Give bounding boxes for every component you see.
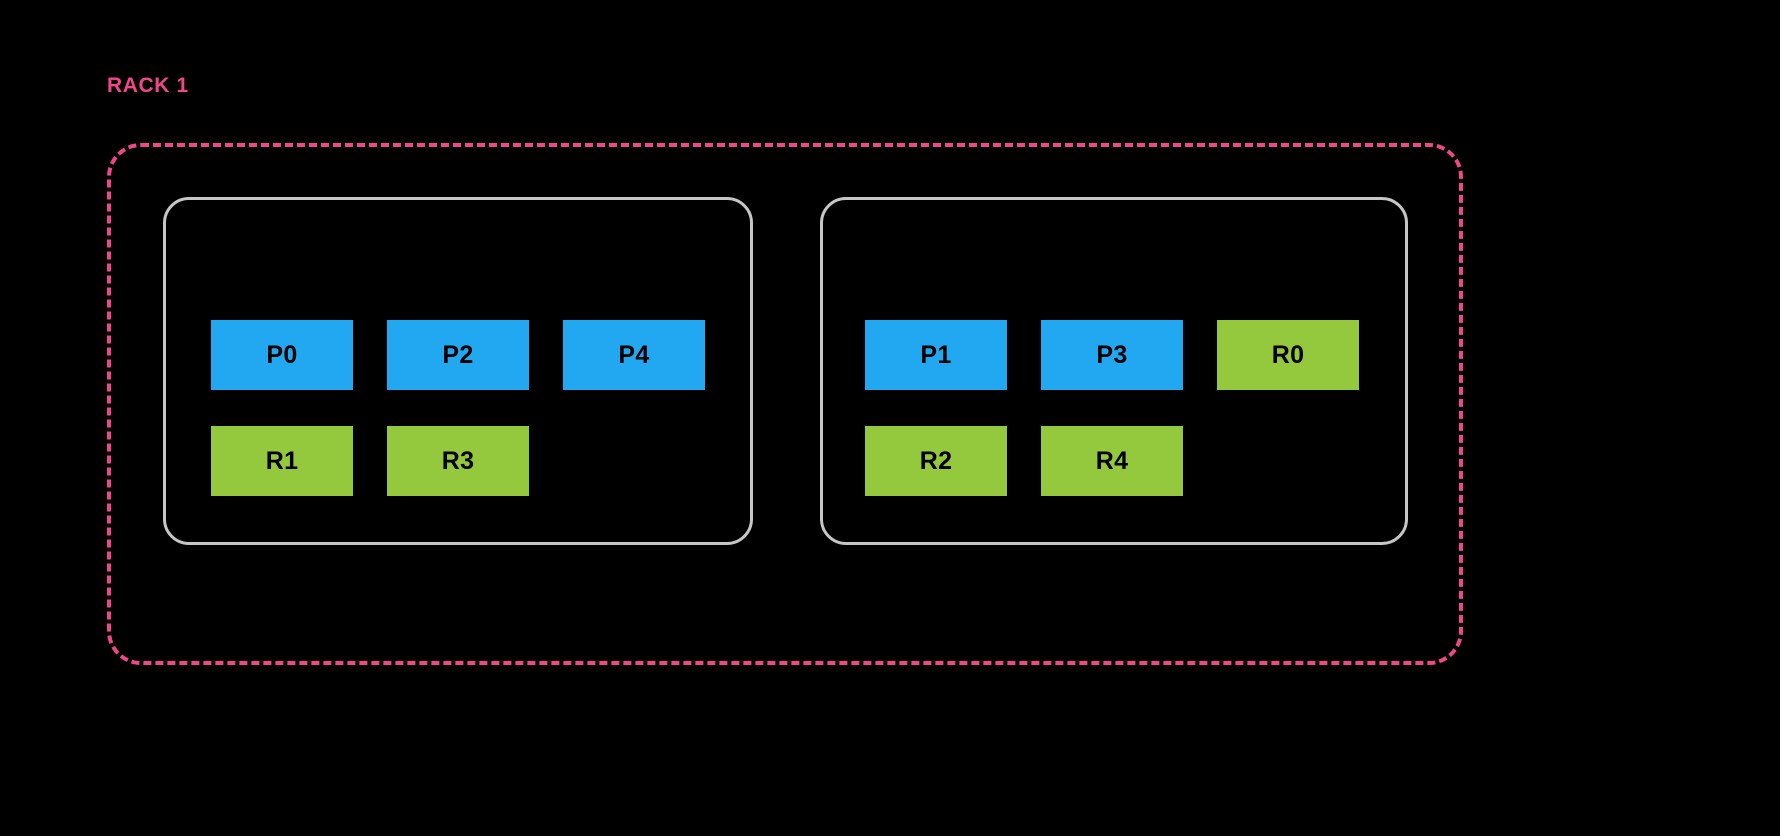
shard-tile-p4[interactable]: P4 (563, 320, 705, 390)
shard-tile-r3[interactable]: R3 (387, 426, 529, 496)
shard-tile-r2[interactable]: R2 (865, 426, 1007, 496)
rack-boundary (107, 143, 1463, 665)
shard-tile-p3[interactable]: P3 (1041, 320, 1183, 390)
shard-tile-r4[interactable]: R4 (1041, 426, 1183, 496)
shard-tile-r0[interactable]: R0 (1217, 320, 1359, 390)
shard-tile-p2[interactable]: P2 (387, 320, 529, 390)
rack-label: RACK 1 (107, 74, 189, 97)
shard-tile-p0[interactable]: P0 (211, 320, 353, 390)
shard-tile-p1[interactable]: P1 (865, 320, 1007, 390)
shard-tile-r1[interactable]: R1 (211, 426, 353, 496)
